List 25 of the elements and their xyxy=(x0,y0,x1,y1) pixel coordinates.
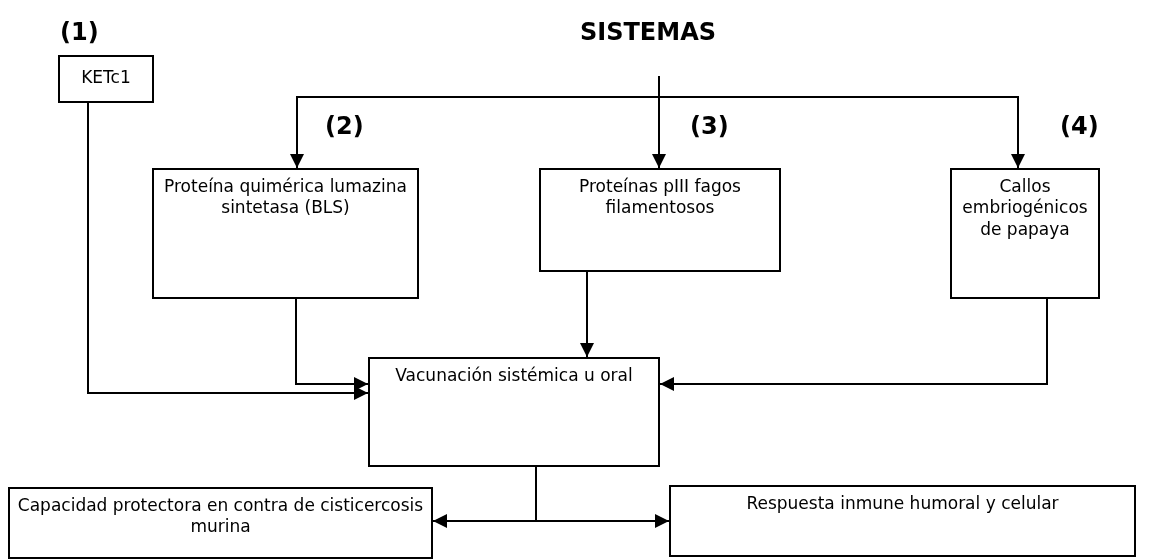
step-number: (2) xyxy=(325,112,364,140)
diagram-title: SISTEMAS xyxy=(580,18,716,46)
process-box xyxy=(152,168,419,299)
box-text: Callos embriogénicos de papaya xyxy=(961,176,1089,240)
arrow xyxy=(659,298,1048,391)
box-text: Capacidad protectora en contra de cisticercosis murina xyxy=(16,495,425,538)
arrow xyxy=(658,75,1025,169)
process-box xyxy=(669,485,1136,557)
box-text: Proteína quimérica lumazina sintetasa (BLS) xyxy=(163,176,408,219)
process-box xyxy=(950,168,1100,299)
step-number: (1) xyxy=(60,18,99,46)
step-number: (3) xyxy=(690,112,729,140)
arrow xyxy=(580,271,594,358)
arrow xyxy=(535,466,670,528)
process-box xyxy=(368,357,660,467)
step-number: (4) xyxy=(1060,112,1099,140)
box-text: KETc1 xyxy=(81,67,131,89)
box-text: Respuesta inmune humoral y celular xyxy=(746,493,1059,515)
arrow xyxy=(87,102,369,400)
arrow xyxy=(295,298,369,391)
process-box xyxy=(58,55,154,103)
process-box xyxy=(539,168,781,272)
process-box xyxy=(8,487,433,559)
box-text: Proteínas pIII fagos filamentosos xyxy=(578,176,742,219)
box-text: Vacunación sistémica u oral xyxy=(395,365,633,387)
